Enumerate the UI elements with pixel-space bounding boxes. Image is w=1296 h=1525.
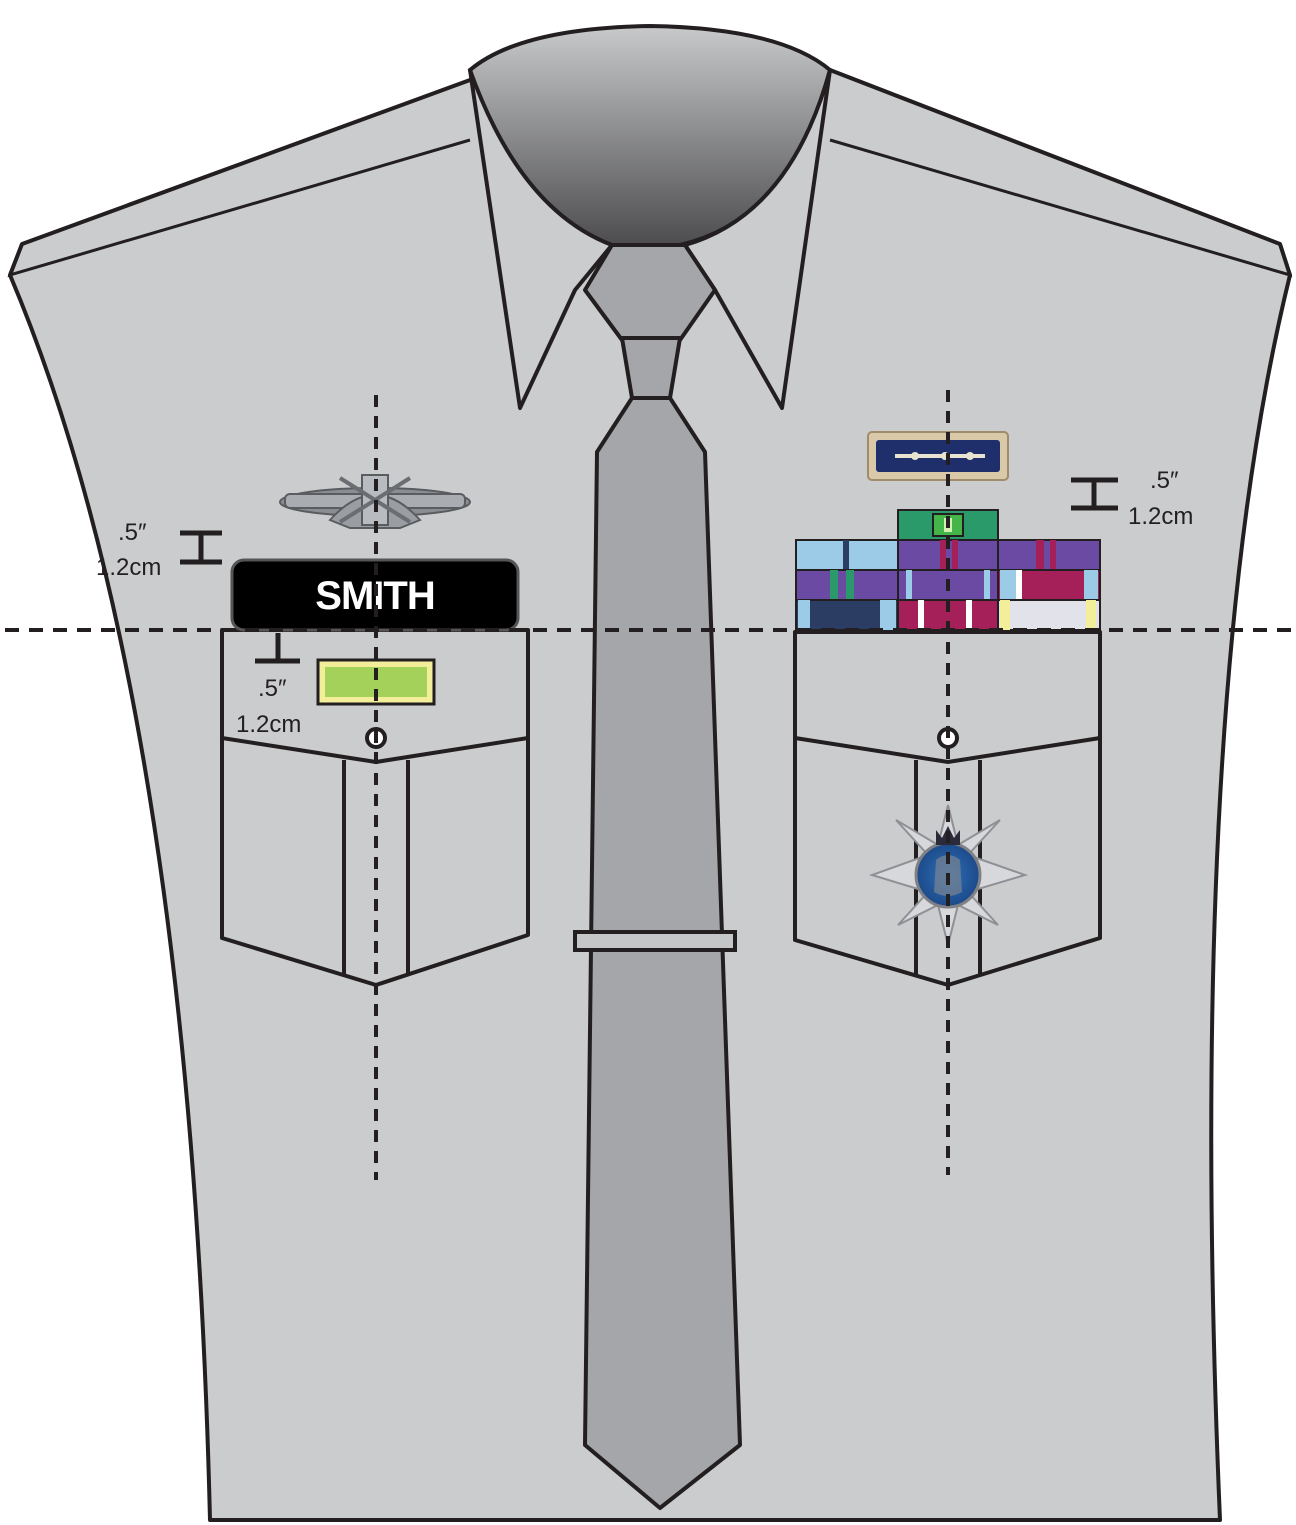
left-upper-inches: .5″: [118, 519, 147, 546]
right-upper-cm: 1.2cm: [1128, 503, 1193, 530]
left-upper-measure: .5″ 1.2cm: [96, 519, 222, 581]
right-shoulder-seam: [829, 138, 1293, 278]
right-pocket-flap: [794, 736, 1101, 765]
left-upper-cm: 1.2cm: [96, 554, 161, 581]
tie-clasp: [573, 930, 737, 952]
unit-citation-bar-icon: [867, 431, 1009, 481]
tie-blade: [583, 396, 742, 1510]
right-upper-inches: .5″: [1150, 467, 1179, 494]
left-lower-cm: 1.2cm: [236, 711, 301, 738]
left-lower-inches: .5″: [258, 675, 287, 702]
left-shoulder-seam: [7, 138, 471, 278]
left-lower-measure: .5″ 1.2cm: [236, 633, 301, 738]
tie-knot: [620, 336, 682, 400]
right-upper-measure: .5″ 1.2cm: [1071, 467, 1193, 530]
